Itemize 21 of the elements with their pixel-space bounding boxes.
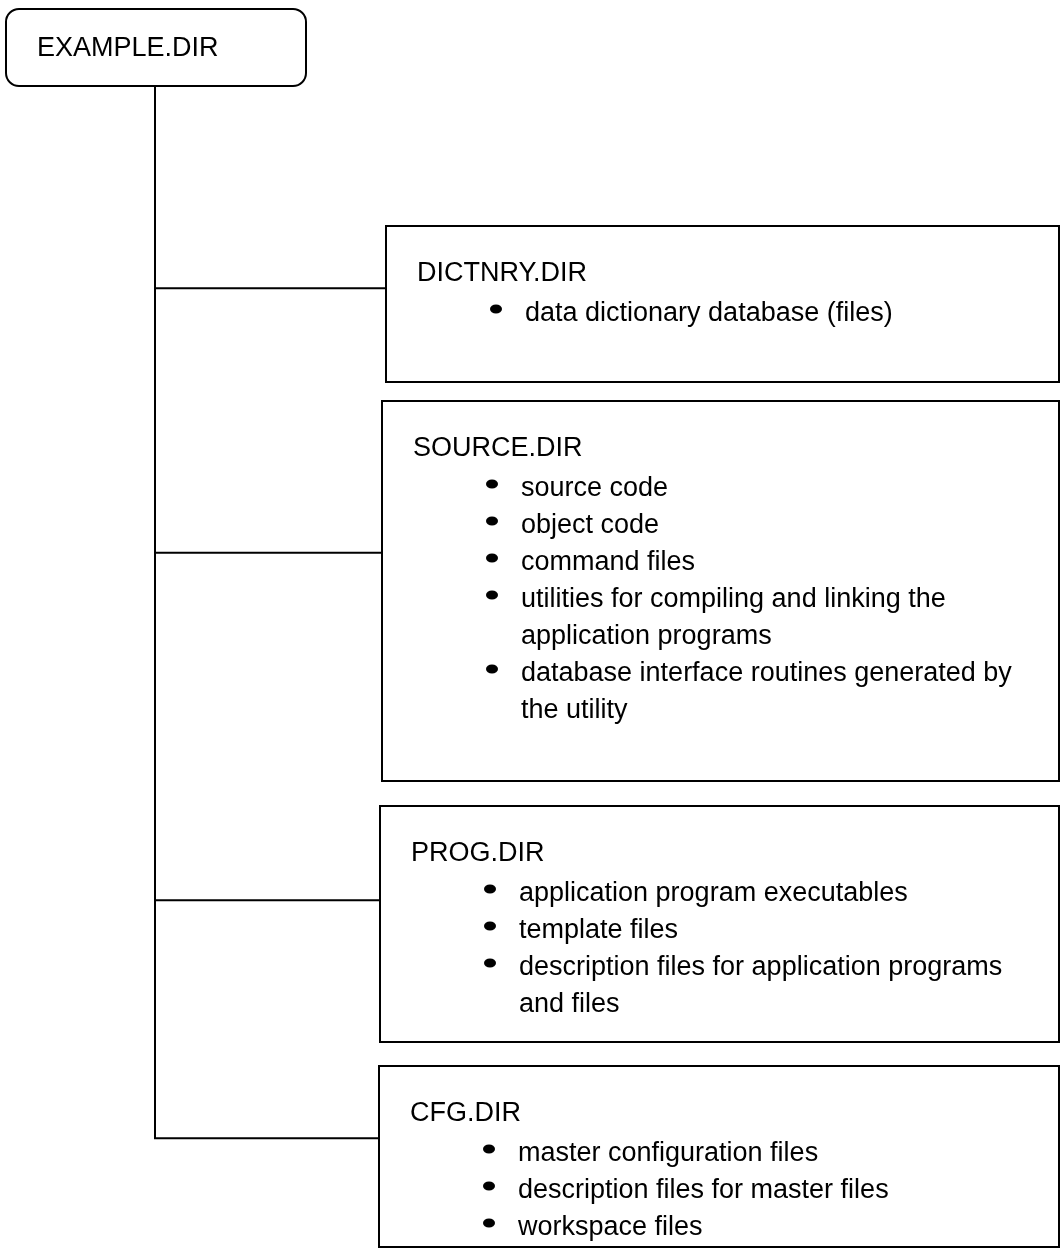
list-item: object code — [521, 508, 661, 541]
list-item: data dictionary database (files) — [525, 296, 894, 329]
folder-box — [381, 400, 1060, 782]
list-item: command files — [521, 545, 697, 578]
root-folder-box — [5, 8, 307, 87]
folder-name: PROG.DIR — [411, 837, 545, 868]
list-item: database interface routines generated by the utility — [521, 656, 1013, 726]
list-item: template files — [519, 913, 680, 946]
list-item: description files for application programs and files — [519, 950, 1004, 1020]
folder-name: EXAMPLE.DIR — [37, 32, 219, 63]
folder-box — [379, 805, 1060, 1043]
list-item: source code — [521, 471, 670, 504]
list-item: master configuration files — [518, 1136, 820, 1169]
list-item: workspace files — [518, 1210, 704, 1243]
list-item: description files for master files — [518, 1173, 890, 1206]
folder-name: DICTNRY.DIR — [417, 257, 588, 288]
folder-name: SOURCE.DIR — [413, 432, 583, 463]
folder-box — [378, 1065, 1060, 1248]
list-item: application program executables — [519, 876, 909, 909]
folder-name: CFG.DIR — [410, 1097, 521, 1128]
folder-box — [385, 225, 1060, 383]
